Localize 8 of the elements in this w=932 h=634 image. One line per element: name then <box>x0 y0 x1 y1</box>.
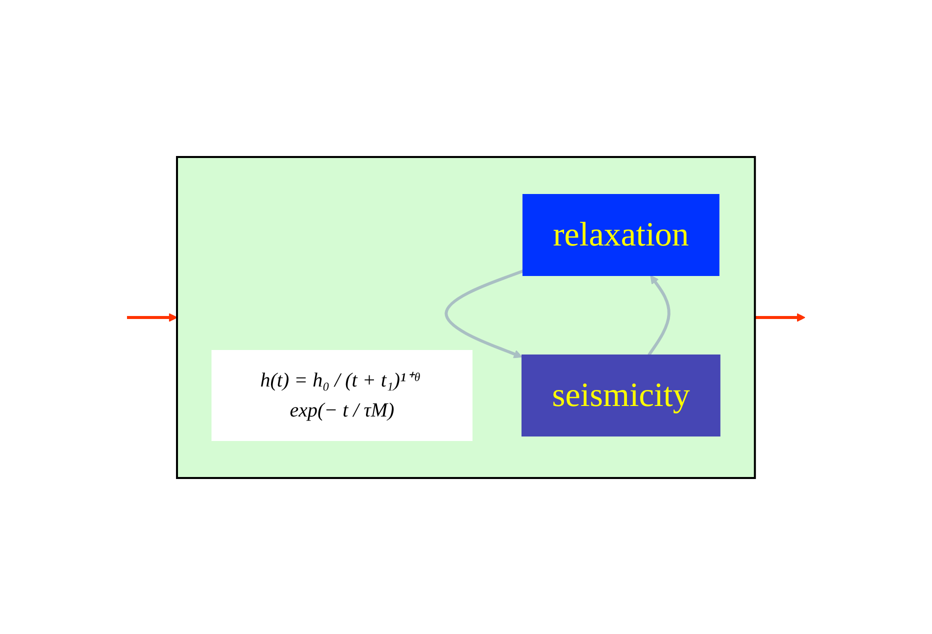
node-box: seismicity <box>522 354 720 436</box>
arrow <box>648 274 670 356</box>
cluster <box>176 156 756 478</box>
node-box: h(t) = h₀ / (t + t₁)¹⁺ᶿ exp(− t / τM) <box>212 350 473 440</box>
arrow <box>444 269 524 358</box>
arrow <box>127 312 178 322</box>
node-box: relaxation <box>522 194 720 276</box>
arrow <box>754 312 806 322</box>
